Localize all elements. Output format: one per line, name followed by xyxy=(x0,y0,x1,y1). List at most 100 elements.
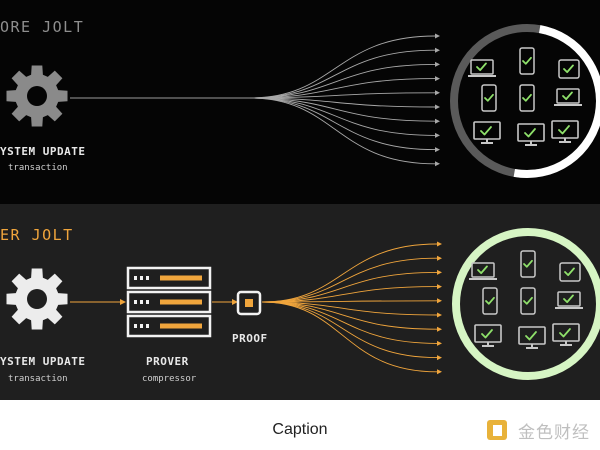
watermark-logo-icon xyxy=(487,420,507,440)
arrowhead xyxy=(120,299,126,305)
phone-icon xyxy=(520,287,536,315)
arrowhead xyxy=(437,369,442,375)
before-diagram xyxy=(6,24,600,178)
laptop-icon xyxy=(469,262,497,280)
after-diagram xyxy=(6,228,600,380)
arrowhead xyxy=(437,241,442,247)
arrowhead xyxy=(435,61,440,67)
check-icon xyxy=(525,331,537,341)
caption: Caption xyxy=(272,421,328,438)
flow-line xyxy=(261,301,438,373)
gear-icon xyxy=(6,268,68,330)
device-ring-icon xyxy=(452,228,600,380)
check-icon xyxy=(481,329,493,339)
check-icon xyxy=(558,125,570,135)
arrowhead xyxy=(437,326,442,332)
watermark: 金色财经 xyxy=(518,423,590,443)
after-heading: ER JOLT xyxy=(0,226,74,244)
arrowhead xyxy=(435,47,440,53)
tablet-icon xyxy=(558,59,580,79)
arrowhead xyxy=(232,299,238,305)
arrowhead xyxy=(437,269,442,275)
monitor-icon xyxy=(517,123,545,146)
after-system-update-label: YSTEM UPDATE xyxy=(0,355,86,368)
flow-line xyxy=(261,301,438,359)
proof-label: PROOF xyxy=(232,332,268,345)
laptop-icon xyxy=(554,88,582,106)
ring-progress-arc xyxy=(513,25,600,178)
check-icon xyxy=(523,259,533,268)
phone-icon xyxy=(519,84,535,112)
check-icon xyxy=(477,265,488,275)
check-icon xyxy=(564,267,575,277)
flow-line xyxy=(249,92,436,99)
after-panel: ER JOLT YSTEM UPDATE transaction PROVER … xyxy=(0,204,600,400)
check-icon xyxy=(476,62,487,72)
arrowhead xyxy=(435,161,440,167)
flow-line xyxy=(261,300,438,303)
after-transaction-label: transaction xyxy=(8,374,68,384)
arrowhead xyxy=(435,90,440,96)
arrowhead xyxy=(437,340,442,346)
phone-icon xyxy=(520,250,536,278)
before-system-update-label: YSTEM UPDATE xyxy=(0,145,86,158)
flow-line xyxy=(261,243,438,303)
check-icon xyxy=(524,128,536,138)
before-transaction-label: transaction xyxy=(8,163,68,173)
flow-line xyxy=(249,97,436,151)
arrowhead xyxy=(437,255,442,261)
monitor-icon xyxy=(551,120,579,143)
flow-line xyxy=(249,97,436,108)
check-icon xyxy=(559,328,571,338)
arrowhead xyxy=(437,355,442,361)
check-icon xyxy=(485,296,495,305)
monitor-icon xyxy=(552,323,580,346)
flow-line xyxy=(249,63,436,99)
arrowhead xyxy=(435,118,440,124)
flow-line xyxy=(249,97,436,165)
arrowhead xyxy=(435,132,440,138)
check-icon xyxy=(563,294,574,304)
check-icon xyxy=(522,56,532,65)
broadcast-fan xyxy=(249,33,440,167)
monitor-icon xyxy=(518,326,546,349)
arrowhead xyxy=(435,33,440,39)
flow-line xyxy=(261,257,438,303)
laptop-icon xyxy=(555,291,583,309)
flow-line xyxy=(261,286,438,303)
server-stack-icon xyxy=(126,266,212,338)
before-heading: ORE JOLT xyxy=(0,18,85,36)
flow-line xyxy=(261,301,438,330)
arrowhead xyxy=(435,104,440,110)
arrowhead xyxy=(437,284,442,290)
check-icon xyxy=(562,91,573,101)
check-icon xyxy=(522,93,532,102)
flow-line xyxy=(261,301,438,316)
check-icon xyxy=(563,64,574,74)
proof-chip-icon xyxy=(236,290,262,316)
prover-sub-label: compressor xyxy=(142,374,197,384)
flow-line xyxy=(249,35,436,99)
phone-icon xyxy=(481,84,497,112)
flow-line xyxy=(249,97,436,136)
laptop-icon xyxy=(468,59,496,77)
flow-line xyxy=(249,49,436,99)
check-icon xyxy=(484,93,494,102)
arrowhead xyxy=(437,298,442,304)
phone-icon xyxy=(482,287,498,315)
proof-broadcast-fan xyxy=(261,241,442,375)
monitor-icon xyxy=(474,324,502,347)
check-icon xyxy=(523,296,533,305)
prover-label: PROVER xyxy=(146,355,189,368)
check-icon xyxy=(480,126,492,136)
arrowhead xyxy=(435,147,440,153)
flow-line xyxy=(261,301,438,344)
phone-icon xyxy=(519,47,535,75)
arrowhead xyxy=(435,76,440,82)
gear-icon xyxy=(6,65,68,127)
flow-line xyxy=(261,271,438,303)
flow-line xyxy=(249,78,436,99)
flow-line xyxy=(249,97,436,122)
tablet-icon xyxy=(559,262,581,282)
arrowhead xyxy=(437,312,442,318)
